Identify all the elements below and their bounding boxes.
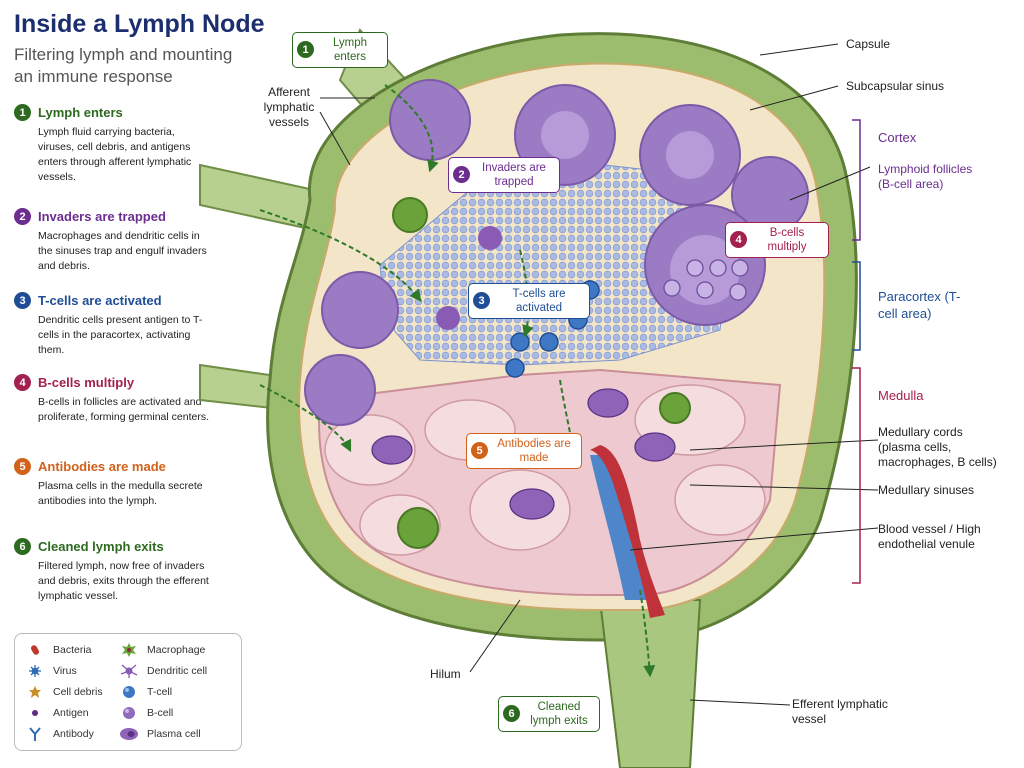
callout-badge: 6: [503, 705, 520, 722]
efferent-vessel: [598, 599, 702, 768]
legend-label: T-cell: [147, 686, 173, 698]
t-cell-icon: [123, 686, 135, 698]
callout-badge: 5: [471, 442, 488, 459]
label-blood-vessel: Blood vessel / High endothelial venule: [878, 522, 981, 551]
label-cortex: Cortex: [878, 130, 917, 145]
step-6: 6 Cleaned lymph exits Filtered lymph, now…: [14, 538, 214, 604]
legend-item-bacteria: Bacteria: [25, 642, 92, 658]
plasma-cell-icon: [120, 728, 138, 740]
legend-item-b-cell: B-cell: [119, 705, 173, 721]
step-title: B-cells multiply: [38, 375, 135, 390]
page-title: Inside a Lymph Node: [14, 10, 265, 38]
callout-invaders-trapped: 2 Invaders are trapped: [448, 157, 560, 193]
step-text: Plasma cells in the medulla secrete anti…: [38, 480, 203, 507]
legend-item-t-cell: T-cell: [119, 684, 172, 700]
callout-text: Antibodies are made: [497, 438, 571, 464]
legend-item-dendritic: Dendritic cell: [119, 663, 207, 679]
step-text: B-cells in follicles are activated and p…: [38, 396, 209, 423]
step-number-badge: 6: [14, 538, 31, 555]
region-brackets: [852, 119, 861, 584]
legend-item-plasma: Plasma cell: [119, 726, 201, 742]
legend-item-debris: Cell debris: [25, 684, 103, 700]
callout-badge: 1: [297, 41, 314, 58]
plasma-cells: [371, 388, 676, 520]
callout-t-cells-activated: 3 T-cells are activated: [468, 283, 590, 319]
step-2: 2 Invaders are trapped Macrophages and de…: [14, 208, 214, 274]
legend-label: Bacteria: [53, 644, 92, 656]
step-title: Invaders are trapped: [38, 209, 166, 224]
legend-label: B-cell: [147, 707, 174, 719]
macrophage-icon: [122, 643, 136, 657]
virus-icon: [29, 665, 41, 677]
leader-lines: [319, 43, 879, 706]
step-text: Dendritic cells present antigen to T-cel…: [38, 314, 203, 356]
legend-label: Macrophage: [147, 644, 206, 656]
legend-label: Antibody: [53, 728, 94, 740]
page-subtitle: Filtering lymph and mounting an immune r…: [14, 45, 233, 86]
label-capsule: Capsule: [846, 37, 891, 51]
label-medulla: Medulla: [878, 388, 924, 403]
step-5: 5 Antibodies are made Plasma cells in the…: [14, 458, 214, 509]
macrophage-cells: [392, 197, 691, 549]
callout-text: Cleaned lymph exits: [530, 701, 588, 727]
callout-cleaned-lymph-exits: 6 Cleaned lymph exits: [498, 696, 600, 732]
bacteria-icon: [31, 645, 39, 655]
legend-item-antigen: Antigen: [25, 705, 89, 721]
callout-text: T-cells are activated: [512, 288, 566, 314]
label-subcapsular-sinus: Subcapsular sinus: [846, 79, 945, 93]
legend-label: Antigen: [53, 707, 89, 719]
dendritic-cells: [436, 226, 502, 330]
callout-lymph-enters: 1 Lymph enters: [292, 32, 388, 68]
legend-label: Virus: [53, 665, 77, 677]
label-afferent-vessels: Afferent lymphatic vessels: [263, 85, 315, 129]
callout-badge: 2: [453, 166, 470, 183]
antigen-icon: [32, 710, 38, 716]
step-number-badge: 1: [14, 104, 31, 121]
callout-text: Invaders are trapped: [482, 162, 546, 188]
legend-item-macrophage: Macrophage: [119, 642, 205, 658]
debris-icon: [29, 686, 41, 698]
step-text: Filtered lymph, now free of invaders and…: [38, 560, 209, 602]
label-efferent-vessel: Efferent lymphatic vessel: [792, 697, 888, 726]
step-text: Lymph fluid carrying bacteria, viruses, …: [38, 126, 192, 183]
antibody-icon: [29, 727, 41, 741]
step-title: Cleaned lymph exits: [38, 539, 164, 554]
lymph-node-illustration: [199, 28, 879, 768]
step-1: 1 Lymph enters Lymph fluid carrying bacte…: [14, 104, 214, 185]
b-cell-cluster: [663, 259, 749, 301]
callout-text: B-cells multiply: [767, 227, 807, 253]
label-paracortex: Paracortex (T-cell area): [878, 289, 961, 321]
legend-label: Dendritic cell: [147, 665, 208, 677]
step-number-badge: 4: [14, 374, 31, 391]
step-3: 3 T-cells are activated Dendritic cells p…: [14, 292, 214, 358]
step-title: Antibodies are made: [38, 459, 166, 474]
step-number-badge: 3: [14, 292, 31, 309]
step-title: T-cells are activated: [38, 293, 162, 308]
callout-badge: 4: [730, 231, 747, 248]
blood-vessel-arterial: [590, 445, 665, 618]
legend-item-antibody: Antibody: [25, 726, 94, 742]
callout-badge: 3: [473, 292, 490, 309]
label-medullary-cords: Medullary cords (plasma cells, macrophag…: [878, 425, 997, 469]
legend-item-virus: Virus: [25, 663, 77, 679]
callout-antibodies-made: 5 Antibodies are made: [466, 433, 582, 469]
label-hilum: Hilum: [430, 667, 461, 681]
callout-b-cells-multiply: 4 B-cells multiply: [725, 222, 829, 258]
step-4: 4 B-cells multiply B-cells in follicles a…: [14, 374, 214, 425]
legend-label: Cell debris: [53, 686, 103, 698]
dendritic-cell-icon: [120, 664, 138, 678]
b-cell-icon: [123, 707, 135, 719]
legend-label: Plasma cell: [147, 728, 201, 740]
step-title: Lymph enters: [38, 105, 123, 120]
label-lymphoid-follicles: Lymphoid follicles (B-cell area): [878, 162, 973, 191]
legend: Bacteria Virus Cell debris Antigen Antib…: [14, 633, 242, 751]
blood-vessel-venous: [590, 455, 650, 600]
step-text: Macrophages and dendritic cells in the s…: [38, 230, 207, 272]
label-medullary-sinuses: Medullary sinuses: [878, 483, 975, 497]
step-number-badge: 2: [14, 208, 31, 225]
callout-text: Lymph enters: [332, 37, 368, 63]
step-number-badge: 5: [14, 458, 31, 475]
